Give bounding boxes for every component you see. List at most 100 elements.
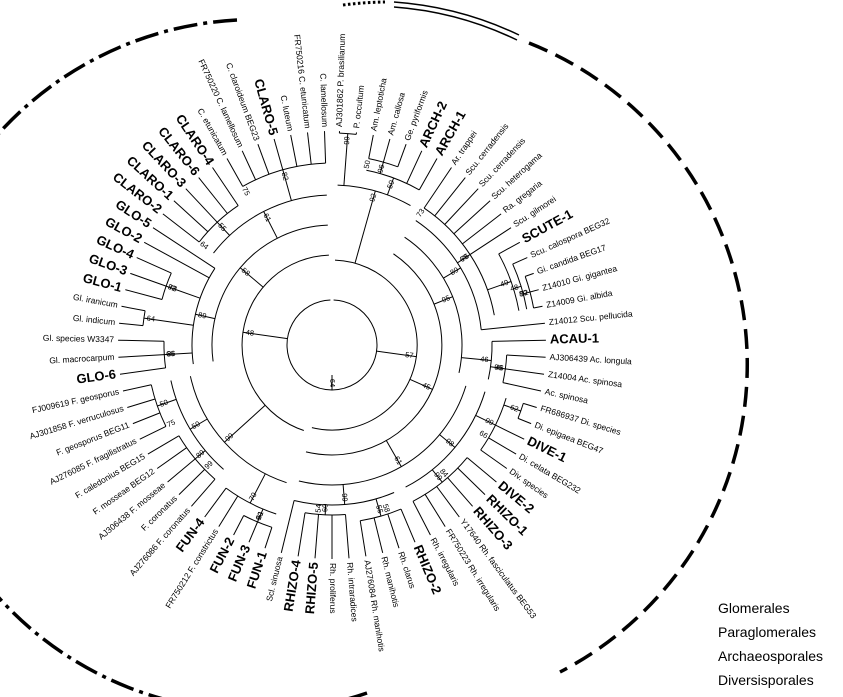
branch-arc	[163, 341, 167, 368]
branch	[147, 435, 180, 455]
branch	[224, 404, 266, 443]
branch	[457, 467, 486, 495]
branch	[502, 382, 542, 392]
branch	[487, 281, 512, 291]
bootstrap-value: 50	[362, 159, 372, 169]
taxon-label: P. occultum	[351, 85, 366, 129]
bootstrap-value: 80	[518, 288, 528, 299]
branch	[490, 366, 506, 370]
taxon-label: Gl. iranicum	[72, 292, 118, 310]
branch-arc	[293, 492, 395, 506]
branch	[529, 289, 539, 293]
branch	[345, 514, 350, 559]
bootstrap-value: 48	[509, 282, 520, 293]
branch	[466, 457, 497, 483]
branch-arc	[311, 259, 418, 431]
branch	[204, 487, 227, 518]
branch	[152, 227, 216, 269]
group-label: RHIZO-4	[281, 558, 304, 612]
branch	[143, 317, 194, 326]
branch	[173, 200, 209, 233]
branch	[249, 473, 266, 504]
taxon-label: AJ306439 Ac. longula	[549, 352, 632, 367]
branch	[136, 257, 172, 274]
branch	[533, 305, 543, 309]
bootstrap-value: 61	[392, 454, 404, 466]
branch	[475, 414, 496, 426]
branch	[264, 527, 273, 549]
taxon-label: FR750216 C. etunicatum	[292, 34, 313, 129]
archaeosporales-arc-outer	[393, 1, 520, 36]
branch	[462, 213, 502, 245]
branch	[412, 501, 431, 536]
bootstrap-value: 95	[440, 293, 451, 304]
bootstrap-value: 78	[167, 282, 178, 293]
branch-arc	[242, 162, 326, 187]
bootstrap-value: 46	[480, 354, 489, 364]
taxon-label: C. lamellosum	[318, 73, 330, 127]
branch-arc	[524, 276, 535, 309]
branch	[439, 434, 456, 448]
branch	[143, 241, 210, 279]
bootstrap-value: 64	[328, 379, 337, 387]
branch	[195, 313, 216, 320]
bootstrap-value: 70	[247, 491, 259, 503]
paraglomerales-arc	[342, 0, 386, 7]
branch	[424, 494, 446, 527]
branch	[498, 241, 521, 255]
legend-item-archaeosporales: Archaeosporales	[606, 646, 838, 670]
branch	[118, 339, 165, 342]
branch	[397, 144, 407, 167]
branch	[387, 513, 400, 549]
branch	[218, 495, 239, 527]
bootstrap-value: 61	[254, 510, 266, 521]
branch-arc	[150, 384, 167, 427]
branch-arc	[480, 397, 507, 451]
branch	[517, 417, 532, 425]
branch	[307, 132, 312, 165]
branch	[257, 144, 270, 175]
branch	[164, 352, 193, 356]
bootstrap-value: 99	[340, 493, 350, 502]
branch	[375, 498, 382, 517]
branch	[368, 134, 374, 159]
bootstrap-value: 57	[405, 350, 414, 360]
branch-arc	[360, 508, 402, 522]
branch	[447, 477, 473, 507]
branch	[431, 469, 443, 483]
bootstrap-value: 66	[478, 428, 490, 440]
legend: Glomerales Paraglomerales Archaeosporale…	[606, 598, 838, 694]
taxon-label: Gl. macrocarpum	[49, 352, 115, 366]
branch	[198, 177, 228, 214]
branch	[242, 331, 288, 340]
bootstrap-value: 92	[519, 288, 529, 299]
branch	[212, 167, 239, 206]
group-label: RHIZO-5	[302, 562, 321, 615]
branch	[125, 289, 163, 300]
branch	[178, 469, 206, 495]
branch	[273, 138, 284, 170]
legend-item-paraglomerales: Paraglomerales	[606, 622, 838, 646]
branch	[423, 167, 452, 209]
branch	[282, 169, 292, 201]
branch	[359, 520, 367, 557]
bootstrap-value: 61	[261, 212, 273, 224]
branch	[491, 339, 546, 342]
branch	[488, 437, 517, 455]
branch	[386, 177, 395, 196]
branch	[167, 458, 196, 483]
bootstrap-value: 82	[280, 171, 291, 181]
branch	[400, 508, 416, 543]
branch	[127, 398, 156, 408]
group-label: GLO-6	[75, 366, 116, 386]
branch	[130, 272, 167, 287]
taxon-label: Rh. manihotis	[379, 555, 401, 608]
branch	[469, 227, 512, 256]
taxon-label: Gl. indicum	[72, 313, 115, 327]
branch	[185, 188, 218, 223]
branch	[216, 221, 230, 236]
branch-arc	[339, 132, 357, 135]
taxon-label: Am. leptoticha	[368, 77, 388, 132]
branch	[119, 322, 144, 327]
